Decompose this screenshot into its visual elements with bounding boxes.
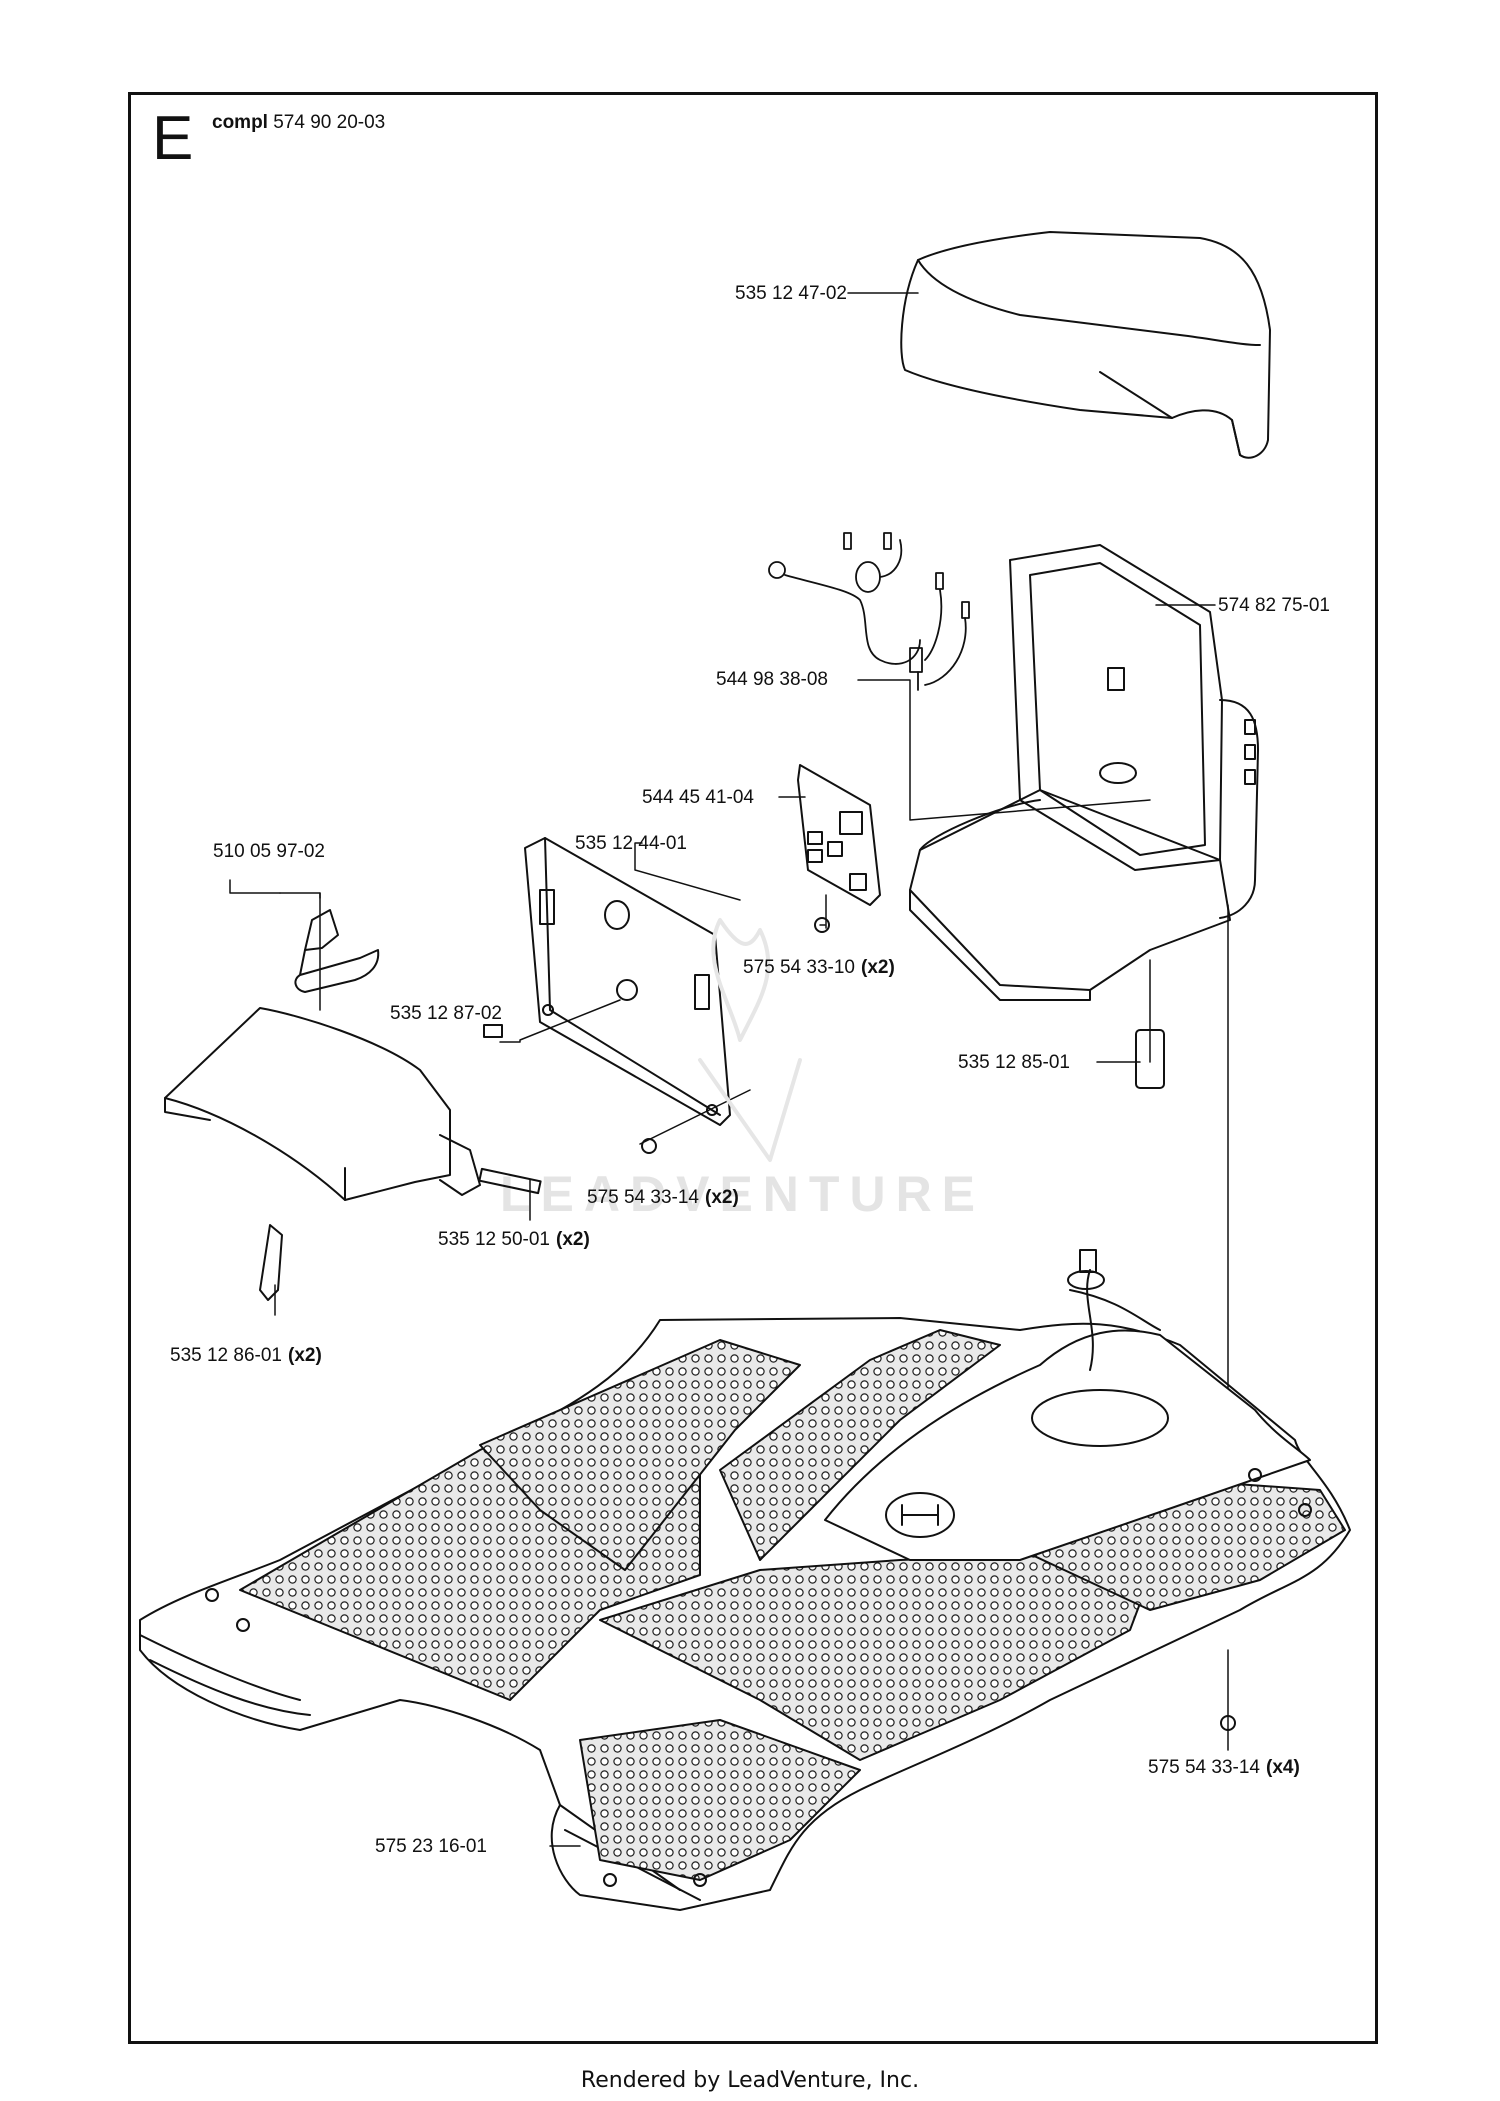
leader-lines bbox=[229, 292, 1229, 1847]
label-plate-screw: 575 54 33-14(x2) bbox=[587, 1187, 739, 1208]
label-base-plate: 575 23 16-01 bbox=[375, 1836, 487, 1857]
label-connector: 535 12 85-01 bbox=[958, 1052, 1070, 1073]
left-tray bbox=[164, 1007, 481, 1201]
label-board-screw: 575 54 33-10(x2) bbox=[743, 957, 895, 978]
assembly-prefix: compl bbox=[212, 112, 268, 133]
section-letter: E bbox=[152, 104, 194, 173]
label-base-screw: 575 54 33-14(x4) bbox=[1148, 1757, 1300, 1778]
housing bbox=[909, 544, 1259, 1001]
assembly-number: compl 574 90 20-03 bbox=[212, 112, 385, 134]
assembly-number-value: 574 90 20-03 bbox=[273, 112, 386, 133]
brand-logo bbox=[885, 1492, 955, 1538]
watermark: LEADVENTURE bbox=[500, 1166, 986, 1222]
diagram-frame bbox=[128, 92, 1378, 2044]
base-plate bbox=[139, 1269, 1351, 1911]
label-clip: 535 12 86-01(x2) bbox=[170, 1345, 322, 1366]
hardware-pins bbox=[259, 917, 1236, 1731]
label-cable-harness: 544 98 38-08 bbox=[716, 669, 828, 690]
label-guide-pin: 535 12 50-01(x2) bbox=[438, 1229, 590, 1250]
circuit-board bbox=[797, 764, 881, 906]
top-cover bbox=[900, 231, 1271, 459]
watermark-flame-icon bbox=[698, 918, 802, 1162]
label-bracket-set: 510 05 97-02 bbox=[213, 841, 325, 862]
label-back-plate: 535 12 44-01 bbox=[575, 833, 687, 854]
cable-harness bbox=[768, 532, 970, 691]
label-housing: 574 82 75-01 bbox=[1218, 595, 1330, 616]
label-cover: 535 12 47-02 bbox=[735, 283, 847, 304]
bracket bbox=[294, 909, 380, 993]
label-circuit-board: 544 45 41-04 bbox=[642, 787, 754, 808]
back-plate bbox=[524, 837, 731, 1126]
label-pin: 535 12 87-02 bbox=[390, 1003, 502, 1024]
footer-credit: Rendered by LeadVenture, Inc. bbox=[580, 2068, 920, 2093]
